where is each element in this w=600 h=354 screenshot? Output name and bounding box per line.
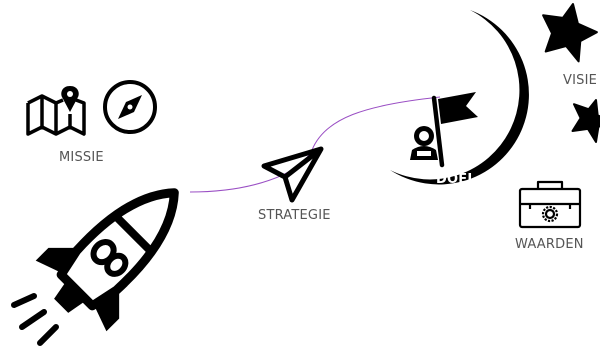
map-icon bbox=[26, 94, 86, 136]
flight-path bbox=[189, 96, 441, 193]
compass-icon bbox=[103, 80, 157, 134]
star-icon bbox=[571, 99, 600, 143]
visie-label: VISIE bbox=[563, 73, 598, 88]
waarden-label: WAARDEN bbox=[515, 237, 584, 252]
star-icon bbox=[542, 3, 598, 63]
paper-plane-icon bbox=[261, 146, 324, 203]
flag-icon bbox=[431, 92, 478, 168]
strategie-label: STRATEGIE bbox=[258, 208, 331, 223]
rocket-icon bbox=[11, 188, 179, 346]
doel-label: DOEL bbox=[436, 172, 476, 187]
toolbox-gear-icon bbox=[518, 180, 582, 229]
astronaut-icon bbox=[410, 126, 438, 160]
missie-label: MISSIE bbox=[59, 150, 104, 165]
map-pin-icon bbox=[61, 86, 79, 112]
